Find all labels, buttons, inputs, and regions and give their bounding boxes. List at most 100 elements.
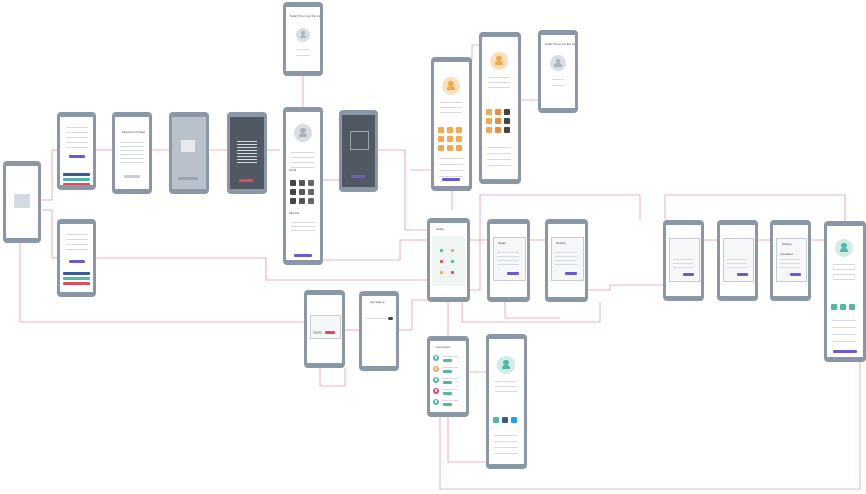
avatar-head bbox=[435, 356, 437, 359]
screen-first-impression-2-screen: Smile! This is your first impression bbox=[541, 35, 575, 108]
text-line bbox=[66, 147, 88, 148]
confirm-button[interactable] bbox=[325, 331, 335, 334]
screen-profile-orange-screen bbox=[434, 62, 469, 186]
ok-button[interactable] bbox=[565, 272, 577, 275]
avatar-body bbox=[554, 63, 562, 67]
google-login-button[interactable] bbox=[63, 282, 90, 285]
connector-line bbox=[439, 362, 861, 490]
instagram-icon bbox=[447, 127, 453, 133]
label: App Settings bbox=[370, 301, 385, 304]
twitter-icon bbox=[849, 304, 855, 310]
text-line bbox=[66, 249, 88, 250]
screen-profile-orange-2-screen bbox=[482, 37, 518, 179]
text-line bbox=[832, 334, 856, 335]
avatar-head bbox=[503, 360, 509, 366]
ok-button[interactable] bbox=[737, 273, 748, 276]
save-button[interactable] bbox=[442, 178, 460, 181]
text-line bbox=[833, 269, 855, 270]
facebook-login-button[interactable] bbox=[63, 272, 90, 275]
user-avatar-icon bbox=[550, 55, 566, 71]
toggle-icon bbox=[388, 317, 393, 320]
save-button[interactable] bbox=[833, 350, 857, 353]
twitter-login-button[interactable] bbox=[63, 178, 90, 181]
avatar-head bbox=[435, 400, 437, 403]
label: Working bbox=[556, 242, 566, 245]
scan-button[interactable] bbox=[351, 175, 365, 178]
label: Working bbox=[782, 243, 792, 246]
google-login-button[interactable] bbox=[63, 183, 90, 185]
connector-line bbox=[471, 44, 479, 60]
text-line bbox=[442, 356, 458, 357]
cancel-button[interactable] bbox=[313, 331, 322, 334]
text-line bbox=[366, 318, 386, 319]
text-line bbox=[120, 146, 144, 147]
label: Smile! This is your first impression bbox=[545, 43, 575, 46]
screen-dialog-4 bbox=[717, 220, 758, 301]
screen-photo bbox=[169, 112, 209, 194]
text-line bbox=[727, 267, 747, 268]
map-pin-icon bbox=[504, 127, 510, 133]
instagram-icon bbox=[451, 249, 454, 252]
user-avatar-icon bbox=[433, 399, 439, 405]
text-line bbox=[237, 156, 257, 157]
ok-button[interactable] bbox=[507, 272, 519, 275]
screen-confirm bbox=[304, 290, 345, 368]
text-line bbox=[487, 165, 511, 166]
label: Social bbox=[289, 169, 297, 172]
text-line bbox=[291, 162, 315, 163]
text-line bbox=[237, 141, 257, 142]
text-line bbox=[120, 154, 144, 155]
linkedin-icon bbox=[486, 118, 492, 124]
facebook-login-button[interactable] bbox=[63, 173, 90, 176]
facebook-icon bbox=[440, 249, 443, 252]
login-button[interactable] bbox=[69, 155, 85, 158]
linkedin-icon bbox=[438, 136, 444, 142]
text-line bbox=[439, 158, 463, 159]
connector-line bbox=[42, 209, 57, 259]
text-line bbox=[296, 49, 310, 50]
next-button[interactable] bbox=[178, 177, 198, 180]
github-icon bbox=[495, 127, 501, 133]
status-badge[interactable] bbox=[443, 370, 452, 373]
status-badge[interactable] bbox=[443, 359, 452, 362]
ok-button[interactable] bbox=[790, 273, 801, 276]
text-line bbox=[291, 226, 315, 227]
text-line bbox=[237, 162, 257, 163]
avatar-head bbox=[435, 378, 437, 381]
text-line bbox=[494, 441, 518, 442]
facebook-icon bbox=[438, 127, 444, 133]
status-badge[interactable] bbox=[443, 403, 452, 406]
text-line bbox=[442, 367, 458, 368]
screen-profile-orange-2 bbox=[479, 32, 521, 184]
allow-button[interactable] bbox=[239, 179, 253, 182]
avatar-head bbox=[555, 58, 561, 64]
text-line bbox=[780, 259, 800, 260]
status-badge[interactable] bbox=[443, 381, 452, 384]
signup-button[interactable] bbox=[69, 260, 85, 263]
text-line bbox=[552, 79, 564, 80]
avatar-body bbox=[434, 402, 438, 404]
avatar-body bbox=[299, 35, 307, 39]
text-line bbox=[442, 400, 458, 401]
linkedin-icon bbox=[290, 189, 296, 195]
continue-button[interactable] bbox=[124, 175, 140, 178]
status-badge[interactable] bbox=[443, 392, 452, 395]
youtube-icon bbox=[456, 136, 462, 142]
text-line bbox=[237, 159, 257, 160]
screen-profile-teal-2-screen bbox=[489, 339, 524, 464]
twitter-login-button[interactable] bbox=[63, 277, 90, 280]
save-button[interactable] bbox=[294, 254, 312, 257]
text-line bbox=[440, 107, 462, 108]
reddit-icon bbox=[438, 145, 444, 151]
text-line bbox=[487, 153, 511, 154]
user-avatar-icon bbox=[433, 388, 439, 394]
text-line bbox=[237, 153, 257, 154]
ok-button[interactable] bbox=[683, 273, 694, 276]
avatar-body bbox=[434, 391, 438, 393]
screen-profile-orange bbox=[431, 57, 472, 191]
avatar-body bbox=[434, 380, 438, 382]
tumblr-icon bbox=[495, 118, 501, 124]
user-avatar-icon bbox=[433, 366, 439, 372]
screen-scanner-screen bbox=[342, 115, 375, 187]
